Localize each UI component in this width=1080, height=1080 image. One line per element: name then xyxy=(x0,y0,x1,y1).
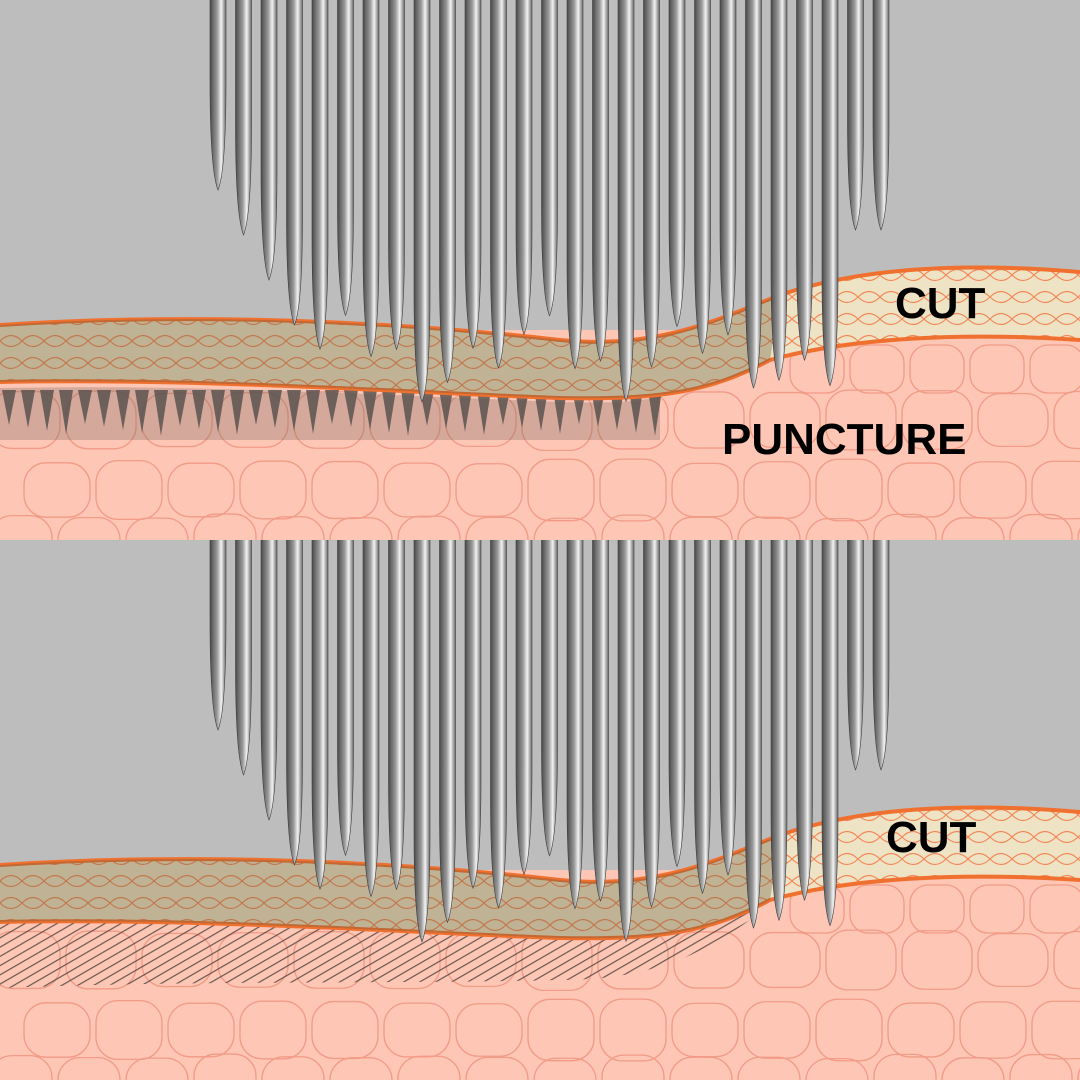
tissue-illustration-top xyxy=(0,0,1080,540)
tissue-illustration-bottom xyxy=(0,540,1080,1080)
puncture-wounds xyxy=(0,387,662,440)
needle-array xyxy=(209,0,890,403)
label-cut: CUT xyxy=(895,279,986,328)
panel-puncture-vs-cut: CUT PUNCTURE xyxy=(0,0,1080,540)
label-puncture: PUNCTURE xyxy=(722,415,967,464)
cut-wound-band xyxy=(0,900,770,988)
panel-cut-only: CUT xyxy=(0,540,1080,1080)
needle-array xyxy=(209,540,890,943)
label-cut: CUT xyxy=(886,813,977,862)
